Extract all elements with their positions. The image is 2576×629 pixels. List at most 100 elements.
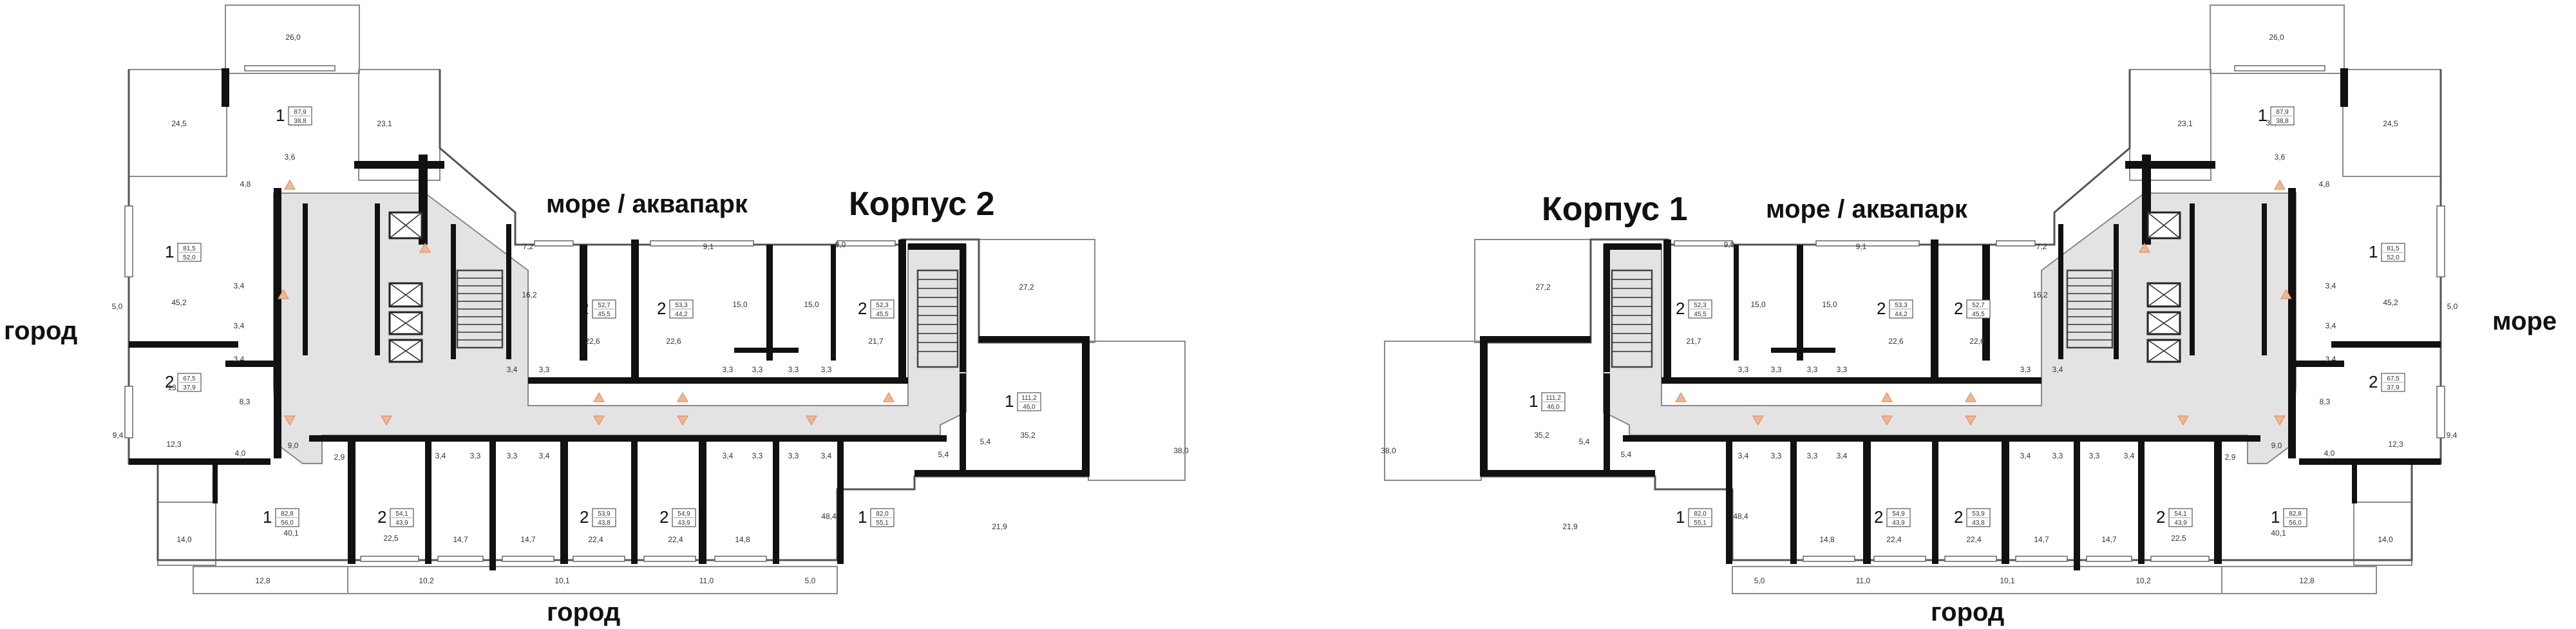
left-plan-labels: 26,024,530,423,13,64,87,29,19,05,045,23,…	[112, 33, 1189, 585]
apartment-living-area: 43,8	[1972, 520, 1985, 527]
left-room-area: 15,0	[804, 300, 819, 309]
right-room-area: 15,0	[1750, 300, 1766, 309]
right-room-area: 3,3	[2020, 365, 2031, 374]
left-room-area: 24,5	[171, 119, 187, 128]
apartment-living-area: 43,9	[395, 520, 408, 527]
apartment-room-count: 2	[1676, 299, 1685, 318]
apartment-room-count: 1	[1005, 391, 1014, 411]
apartment-total-area: 52,3	[1694, 302, 1707, 309]
right-room-area: 3,4	[2124, 451, 2135, 460]
left-room-area: 45,2	[171, 298, 187, 307]
apartment-room-count: 2	[580, 507, 589, 527]
left-room-area: 12,3	[166, 440, 182, 449]
apartment-living-area: 38,8	[2276, 118, 2289, 125]
left-room-area: 3,3	[788, 365, 799, 374]
apartment-room-count: 1	[858, 507, 867, 527]
right-room-area: 22,4	[1966, 535, 1982, 544]
left-top-view-label: море / аквапарк	[546, 190, 748, 218]
apartment-total-area: 54,9	[1892, 511, 1905, 518]
apartment-total-area: 53,3	[1895, 302, 1908, 309]
right-room-area: 3,3	[1738, 365, 1749, 374]
right-room-area: 4,8	[2319, 180, 2330, 189]
left-room-area: 12,8	[255, 576, 270, 585]
right-room-area: 3,3	[1807, 365, 1818, 374]
left-room-area: 9,0	[288, 441, 299, 450]
right-room-area: 9,1	[1856, 242, 1867, 251]
left-room-area: 3,3	[507, 451, 518, 460]
apartment-living-area: 45,5	[1694, 311, 1707, 318]
apartment-living-area: 37,9	[183, 384, 196, 391]
left-room-area: 22,4	[588, 535, 603, 544]
right-room-area: 3,4	[2325, 321, 2336, 330]
right-room-area: 3,6	[2275, 153, 2286, 162]
left-room-area: 3,4	[234, 281, 245, 290]
apartment-living-area: 43,9	[2174, 520, 2187, 527]
apartment-total-area: 54,1	[395, 511, 408, 518]
left-room-area: 3,3	[821, 365, 832, 374]
right-room-area: 5,0	[1754, 576, 1765, 585]
left-side-city-label: город	[4, 317, 77, 345]
left-apartment-label: 1 82,0 55,1	[858, 507, 895, 527]
left-room-area: 9,1	[703, 242, 714, 251]
apartment-total-area: 82,8	[281, 511, 294, 518]
right-room-area: 21,9	[1562, 522, 1578, 531]
right-bottom-city-label: город	[1931, 598, 2004, 626]
apartment-living-area: 46,0	[1547, 404, 1560, 411]
left-room-area: 9,4	[113, 431, 124, 440]
apartment-total-area: 82,0	[876, 511, 889, 518]
apartment-living-area: 43,9	[1892, 520, 1905, 527]
apartment-room-count: 2	[657, 299, 666, 318]
right-room-area: 3,3	[1807, 451, 1818, 460]
apartment-living-area: 55,1	[876, 520, 889, 527]
right-room-area: 3,4	[1837, 451, 1848, 460]
right-room-area: 14,7	[2034, 535, 2049, 544]
right-room-area: 4,0	[2324, 449, 2335, 458]
right-room-area: 3,4	[1738, 451, 1749, 460]
apartment-living-area: 38,8	[294, 118, 307, 125]
apartment-living-area: 44,2	[1895, 311, 1908, 318]
apartment-living-area: 56,0	[281, 520, 294, 527]
left-room-area: 10,1	[554, 576, 570, 585]
right-room-area: 9,0	[2271, 441, 2282, 450]
left-room-area: 3,3	[752, 451, 763, 460]
right-side-sea-label: море	[2492, 307, 2557, 335]
left-room-area: 27,2	[1019, 283, 1034, 292]
left-room-area: 7,2	[523, 242, 534, 251]
apartment-room-count: 2	[2156, 507, 2165, 527]
apartment-total-area: 54,1	[2174, 511, 2187, 518]
left-room-area: 22,6	[666, 337, 681, 346]
left-room-area: 3,4	[723, 451, 734, 460]
apartment-room-count: 1	[1529, 391, 1538, 411]
apartment-room-count: 2	[858, 299, 867, 318]
right-room-area: 22,5	[2171, 534, 2186, 543]
right-room-area: 48,4	[1733, 512, 1748, 521]
left-room-area: 3,3	[539, 365, 550, 374]
apartment-room-count: 1	[2271, 507, 2280, 527]
apartment-room-count: 2	[1874, 507, 1883, 527]
right-plan-labels: 26,024,530,423,13,64,87,29,19,05,045,23,…	[1381, 33, 2458, 585]
right-room-area: 26,0	[2269, 33, 2284, 42]
apartment-room-count: 1	[2258, 106, 2267, 125]
right-room-area: 10,2	[2136, 576, 2151, 585]
left-room-area: 3,3	[470, 451, 481, 460]
left-room-area: 14,7	[520, 535, 536, 544]
apartment-total-area: 87,9	[294, 109, 307, 116]
apartment-living-area: 52,0	[183, 254, 196, 261]
left-room-area: 10,2	[419, 576, 434, 585]
left-room-area: 3,4	[234, 355, 245, 364]
right-room-area: 3,3	[2052, 451, 2063, 460]
apartment-total-area: 67,5	[183, 375, 196, 382]
